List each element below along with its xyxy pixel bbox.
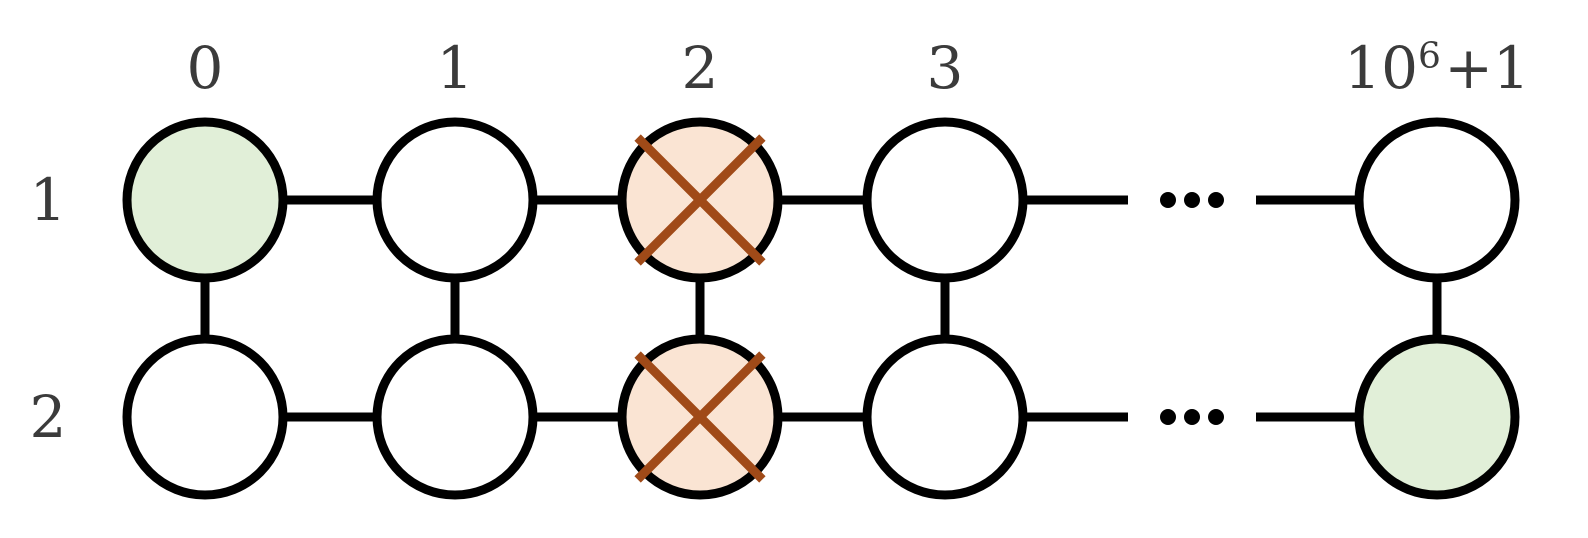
node-circle	[372, 334, 538, 500]
row-label: 1	[29, 166, 67, 234]
column-label-exponent: 6	[1417, 35, 1441, 77]
column-label-suffix: +1	[1444, 34, 1530, 102]
ellipsis-dot	[1184, 409, 1200, 425]
ellipsis-icon	[1160, 409, 1224, 425]
nodes-layer	[122, 117, 1520, 500]
edges-layer	[200, 195, 1442, 422]
graph-node[interactable]	[122, 334, 288, 500]
ellipsis-dot	[1160, 192, 1176, 208]
graph-node[interactable]	[862, 334, 1028, 500]
ellipsis-icon	[1160, 192, 1224, 208]
graph-node[interactable]	[617, 117, 783, 283]
column-label: 0	[186, 34, 224, 102]
node-circle	[122, 334, 288, 500]
ellipsis-layer	[1160, 192, 1224, 425]
ellipsis-dot	[1208, 409, 1224, 425]
ellipsis-dot	[1160, 409, 1176, 425]
column-label: 2	[681, 34, 719, 102]
ellipsis-dot	[1208, 192, 1224, 208]
column-label: 1	[436, 34, 474, 102]
ellipsis-dot	[1184, 192, 1200, 208]
graph-node[interactable]	[1354, 334, 1520, 500]
graph-node[interactable]	[372, 334, 538, 500]
node-circle	[862, 117, 1028, 283]
node-circle	[372, 117, 538, 283]
blocked-cross-icon	[634, 351, 766, 483]
row-label: 2	[29, 383, 67, 451]
node-circle	[1354, 117, 1520, 283]
graph-node[interactable]	[862, 117, 1028, 283]
column-label-base: 10	[1344, 34, 1418, 102]
node-circle	[122, 117, 288, 283]
graph-node[interactable]	[617, 334, 783, 500]
blocked-cross-icon	[634, 134, 766, 266]
graph-node[interactable]	[372, 117, 538, 283]
column-label: 106+1	[1344, 35, 1530, 97]
graph-node[interactable]	[1354, 117, 1520, 283]
column-label: 3	[926, 34, 964, 102]
graph-node[interactable]	[122, 117, 288, 283]
node-circle	[1354, 334, 1520, 500]
node-circle	[862, 334, 1028, 500]
